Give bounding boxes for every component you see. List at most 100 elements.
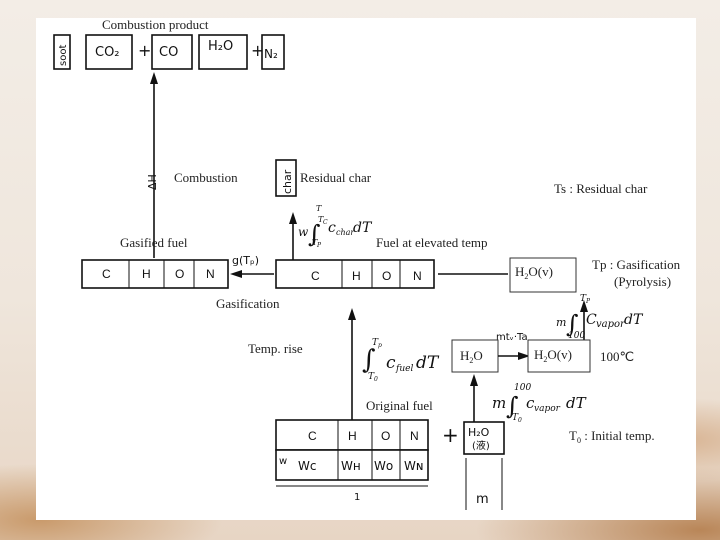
svg-text:p: p <box>378 342 382 349</box>
one-label: 1 <box>354 492 360 503</box>
original-fuel-label: Original fuel <box>366 398 433 413</box>
t0-initial-label: T0 : Initial temp. <box>569 428 655 445</box>
svg-text:T: T <box>512 413 519 423</box>
plus-2: + <box>251 41 264 60</box>
svg-text:dT: dT <box>416 353 440 373</box>
original-cell-n: N <box>410 429 419 443</box>
h2o-small-text: H₂O <box>468 426 490 439</box>
svg-text:0: 0 <box>518 417 522 424</box>
svg-text:T: T <box>318 215 324 224</box>
delta-h-text: ΔH <box>146 174 159 190</box>
m-t-v-ta-text: mtᵥ·Ta <box>496 332 528 343</box>
char-text: char <box>281 169 294 194</box>
gasified-cell-c: C <box>102 267 111 281</box>
h2o-v-label-1: H2O(v) <box>515 264 553 281</box>
h2o-v-box-1 <box>509 257 577 293</box>
svg-text:fuel: fuel <box>395 364 413 374</box>
h2o-v-box-2 <box>527 339 591 373</box>
arrow-vapor-head <box>580 300 588 312</box>
combustion-label: Combustion <box>174 170 238 185</box>
co2-text: CO₂ <box>95 45 120 60</box>
soot-text: soot <box>58 45 69 66</box>
residual-char-label: Residual char <box>300 170 372 185</box>
gasified-cell-h: H <box>142 267 151 281</box>
g-tp-text: g(Tₚ) <box>232 254 259 267</box>
svg-text:100: 100 <box>568 331 585 341</box>
svg-text:m: m <box>492 394 506 412</box>
arrow-water-head <box>470 374 478 386</box>
elevated-cell-c: C <box>311 269 320 283</box>
elevated-fuel-table: C H O N <box>275 259 435 289</box>
w-letter: w <box>279 456 287 467</box>
h2o-arrow-head <box>518 352 530 360</box>
gasified-cell-o: O <box>175 267 184 281</box>
m-letter: m <box>476 492 489 507</box>
h2o-text: H₂O <box>208 39 233 54</box>
svg-text:T: T <box>372 338 379 348</box>
svg-text:w: w <box>298 225 309 239</box>
svg-text:m: m <box>556 316 566 329</box>
soot-box <box>53 34 71 70</box>
char-box <box>275 159 297 197</box>
svg-text:T: T <box>580 294 587 304</box>
svg-text:dT: dT <box>353 220 373 236</box>
n2-text: N₂ <box>264 47 278 61</box>
arrow-char-head <box>289 212 297 224</box>
svg-text:0: 0 <box>374 376 378 383</box>
h2o-v-label-2: H2O(v) <box>534 347 572 364</box>
svg-text:c: c <box>328 220 336 236</box>
gasified-fuel-table: C H O N <box>81 259 229 289</box>
svg-text:C: C <box>323 219 328 226</box>
gasified-fuel-label: Gasified fuel <box>120 235 188 250</box>
h2o-l-label: H2O <box>460 348 483 365</box>
co-text: CO <box>159 45 178 60</box>
svg-text:∫: ∫ <box>506 392 519 420</box>
tp-label-bg <box>582 252 696 294</box>
svg-text:char: char <box>336 228 355 237</box>
ts-residual-char-label: Ts : Residual char <box>554 181 648 196</box>
diagram-svg: Combustion product soot CO₂ + CO H₂O + N… <box>53 18 696 510</box>
weight-wc: Wᴄ <box>298 459 316 473</box>
weight-wn: Wɴ <box>404 459 423 473</box>
svg-text:P: P <box>316 242 322 249</box>
temp-rise-label: Temp. rise <box>248 341 303 356</box>
elevated-cell-h: H <box>352 269 361 283</box>
h2o-l-box <box>451 339 499 373</box>
h2o-box <box>198 34 248 70</box>
original-cell-h: H <box>348 429 357 443</box>
svg-text:vapor: vapor <box>596 319 626 330</box>
arrow-combustion-head <box>150 72 158 84</box>
plus-water: + <box>442 423 459 447</box>
svg-text:100: 100 <box>514 383 531 393</box>
svg-text:T: T <box>316 204 322 213</box>
original-fuel-table: C H O N Wᴄ Wʜ Wᴏ Wɴ <box>275 419 429 481</box>
svg-text:∫: ∫ <box>308 220 321 248</box>
elevated-cell-n: N <box>413 269 422 283</box>
svg-text:∫: ∫ <box>566 310 579 338</box>
co2-box <box>85 34 133 70</box>
svg-text:dT: dT <box>566 394 587 412</box>
svg-text:T: T <box>368 372 375 382</box>
svg-text:T: T <box>312 238 318 247</box>
combustion-product-label: Combustion product <box>102 18 209 32</box>
original-cell-o: O <box>381 429 390 443</box>
liquid-cn-text: (液) <box>472 439 490 452</box>
svg-text:∫: ∫ <box>362 345 376 375</box>
svg-text:c: c <box>386 353 396 373</box>
temp-100-label: 100℃ <box>600 349 634 364</box>
gasification-label: Gasification <box>216 296 280 311</box>
weight-wh: Wʜ <box>341 459 361 473</box>
original-cell-c: C <box>308 429 317 443</box>
weight-wo: Wᴏ <box>374 459 393 473</box>
gasified-cell-n: N <box>206 267 215 281</box>
svg-text:P: P <box>585 298 591 305</box>
svg-text:dT: dT <box>624 312 644 328</box>
svg-text:c: c <box>526 394 535 412</box>
fuel-elevated-label: Fuel at elevated temp <box>376 235 488 250</box>
pyrolysis-label: (Pyrolysis) <box>614 274 671 289</box>
arrow-temp-head <box>348 308 356 320</box>
